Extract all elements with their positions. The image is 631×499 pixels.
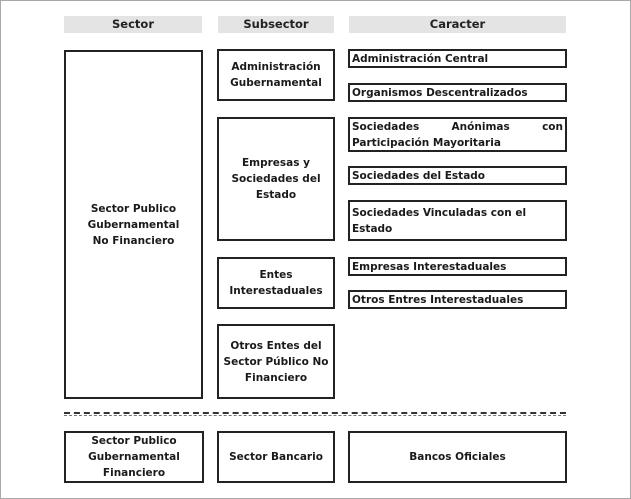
caracter-bancos-oficiales-label: Bancos Oficiales: [409, 451, 506, 463]
header-subsector: Subsector: [218, 16, 334, 33]
sector-financiero-box: Sector Publico Gubernamental Financiero: [64, 431, 204, 483]
caracter-sociedades-vinculadas-box: Sociedades Vinculadas con el Estado: [348, 200, 567, 241]
section-separator: [64, 412, 566, 414]
subsector-otros-entes-box: Otros Entes del Sector Público No Financ…: [217, 324, 335, 399]
caracter-organismos-label: Organismos Descentralizados: [352, 86, 528, 99]
sector-no-financiero-label: Sector Publico Gubernamental No Financie…: [87, 202, 180, 247]
subsector-entes-box: Entes Interestaduales: [217, 257, 335, 309]
subsector-bancario-label: Sector Bancario: [229, 451, 323, 463]
caracter-otros-entres-box: Otros Entres Interestaduales: [348, 290, 567, 309]
subsector-entes-label: Entes Interestaduales: [229, 269, 323, 297]
caracter-administracion-central-label: Administración Central: [352, 52, 489, 65]
header-sector: Sector: [64, 16, 202, 33]
subsector-bancario-box: Sector Bancario: [217, 431, 335, 483]
caracter-administracion-central-box: Administración Central: [348, 49, 567, 68]
subsector-empresas-box: Empresas y Sociedades del Estado: [217, 117, 335, 241]
subsector-administracion-box: Administración Gubernamental: [217, 49, 335, 101]
caracter-sociedades-anonimas-label: Sociedades Anónimas con Participación Ma…: [352, 120, 563, 149]
caracter-sociedades-estado-label: Sociedades del Estado: [352, 169, 486, 182]
section-separator-secondary: [64, 415, 566, 416]
caracter-organismos-box: Organismos Descentralizados: [348, 83, 567, 102]
caracter-bancos-oficiales-box: Bancos Oficiales: [348, 431, 567, 483]
caracter-sociedades-vinculadas-label: Sociedades Vinculadas con el Estado: [352, 206, 527, 235]
subsector-administracion-label: Administración Gubernamental: [230, 61, 322, 89]
sector-no-financiero-box: Sector Publico Gubernamental No Financie…: [64, 50, 203, 399]
caracter-sociedades-estado-box: Sociedades del Estado: [348, 166, 567, 185]
subsector-otros-entes-label: Otros Entes del Sector Público No Financ…: [223, 339, 329, 384]
caracter-empresas-interestaduales-label: Empresas Interestaduales: [352, 260, 507, 273]
subsector-empresas-label: Empresas y Sociedades del Estado: [231, 157, 321, 201]
caracter-sociedades-anonimas-box: Sociedades Anónimas con Participación Ma…: [348, 117, 567, 152]
sector-financiero-label: Sector Publico Gubernamental Financiero: [88, 435, 180, 479]
caracter-empresas-interestaduales-box: Empresas Interestaduales: [348, 257, 567, 276]
header-caracter: Caracter: [349, 16, 566, 33]
caracter-otros-entres-label: Otros Entres Interestaduales: [352, 293, 524, 306]
